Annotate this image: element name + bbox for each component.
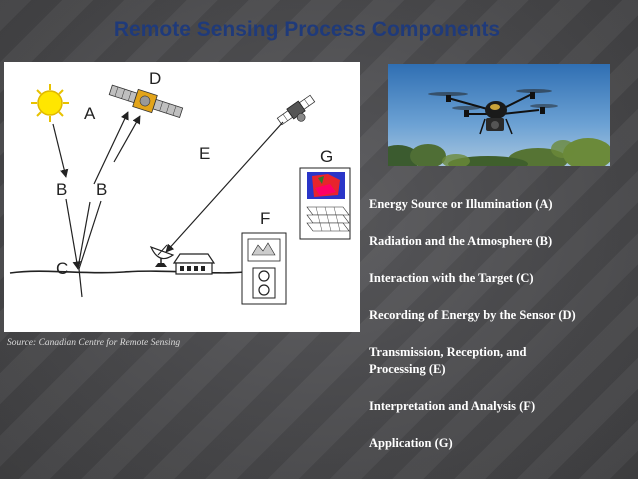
slide-title: Remote Sensing Process Components <box>0 18 638 42</box>
list-item: Radiation and the Atmosphere (B) <box>369 234 553 248</box>
display-monitor-icon <box>241 232 287 305</box>
label-c: C <box>56 259 68 278</box>
list-item: Energy Source or Illumination (A) <box>369 197 553 211</box>
label-a: A <box>84 104 96 123</box>
dish-antenna-icon <box>149 244 175 267</box>
relay-satellite-icon <box>276 94 316 126</box>
component-list: Energy Source or Illumination (A) Radiat… <box>369 196 637 452</box>
label-b1: B <box>56 180 67 199</box>
satellite-icon <box>108 84 184 119</box>
drone-icon <box>388 64 610 166</box>
diagram-svg: A D B B C E G F <box>9 69 351 305</box>
remote-sensing-diagram: A D B B C E G F <box>4 62 360 332</box>
list-item: Transmission, Reception, and Processing … <box>369 345 527 376</box>
label-g: G <box>320 147 333 166</box>
list-item: Interaction with the Target (C) <box>369 271 534 285</box>
radiation-arrows <box>52 111 284 298</box>
list-item: Recording of Energy by the Sensor (D) <box>369 308 576 322</box>
source-caption: Source: Canadian Centre for Remote Sensi… <box>7 338 181 348</box>
sun-icon <box>31 84 69 122</box>
label-b2: B <box>96 180 107 199</box>
map-display-icon <box>299 167 351 240</box>
label-d: D <box>149 69 161 88</box>
drone-photo <box>388 64 610 166</box>
list-item: Interpretation and Analysis (F) <box>369 399 536 413</box>
list-item: Application (G) <box>369 436 453 450</box>
label-f: F <box>260 209 270 228</box>
slide-title-text: Remote Sensing Process Components <box>113 18 501 41</box>
ground-station-icon <box>172 253 216 275</box>
label-e: E <box>199 144 210 163</box>
